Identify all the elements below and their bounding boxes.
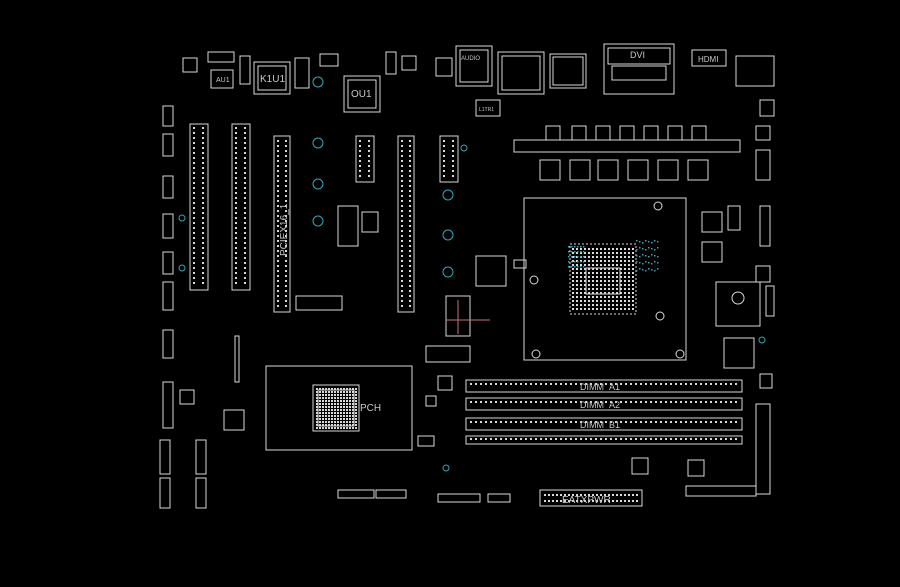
label-l1tr1: L1TR1 [479,107,494,113]
mount-hole-7 [442,266,454,278]
label-dimm-a1: DIMM_A1 [580,382,620,392]
mount-hole-6 [442,229,454,241]
mount-hole-4 [312,215,324,227]
cpu-socket [523,197,687,361]
pcie-slot-1 [189,123,209,291]
rear-io-hdmi [691,49,727,67]
label-dimm-a2: DIMM_A2 [580,400,620,410]
label-k1u1: K1U1 [260,74,285,85]
dimm-slot-b1 [465,417,743,431]
rear-io-audio [455,45,493,87]
pch-outline [265,365,413,451]
mount-hole-5 [442,189,454,201]
pch-chip [312,384,360,432]
vrm-bank [513,139,741,153]
label-dimm-b1: DIMM_B1 [580,420,620,430]
label-pciex16: PCIEX16_1 [279,203,290,256]
pcie-slot-4 [397,135,415,313]
mount-hole-1 [312,76,324,88]
rear-io-usb [549,53,587,89]
label-ou1: OU1 [351,89,372,100]
dimm-slot-a1 [465,379,743,393]
label-hdmi: HDMI [698,55,718,64]
cpu-fan-header [715,281,761,327]
mount-hole-2 [312,137,324,149]
label-audio: AUDIO [461,56,480,62]
chip-au1 [210,69,234,89]
chip-l1tr1 [475,99,501,117]
label-au1: AU1 [216,77,230,84]
label-pch: PCH [360,403,381,414]
rear-io-dvi [603,43,675,95]
pcie-slot-x16 [273,135,291,313]
chip-k1u1 [253,61,291,95]
rear-io-lan [497,51,545,95]
dimm-slot-a2 [465,397,743,411]
pcie-slot-3 [355,135,375,183]
eatxpwr-connector [539,489,643,507]
chip-ou1 [343,75,381,113]
pcie-slot-2 [231,123,251,291]
label-eatxpwr: EATXPWR [562,495,611,506]
pcie-slot-5 [439,135,459,183]
label-dvi: DVI [630,50,645,60]
mount-hole-3 [312,178,324,190]
